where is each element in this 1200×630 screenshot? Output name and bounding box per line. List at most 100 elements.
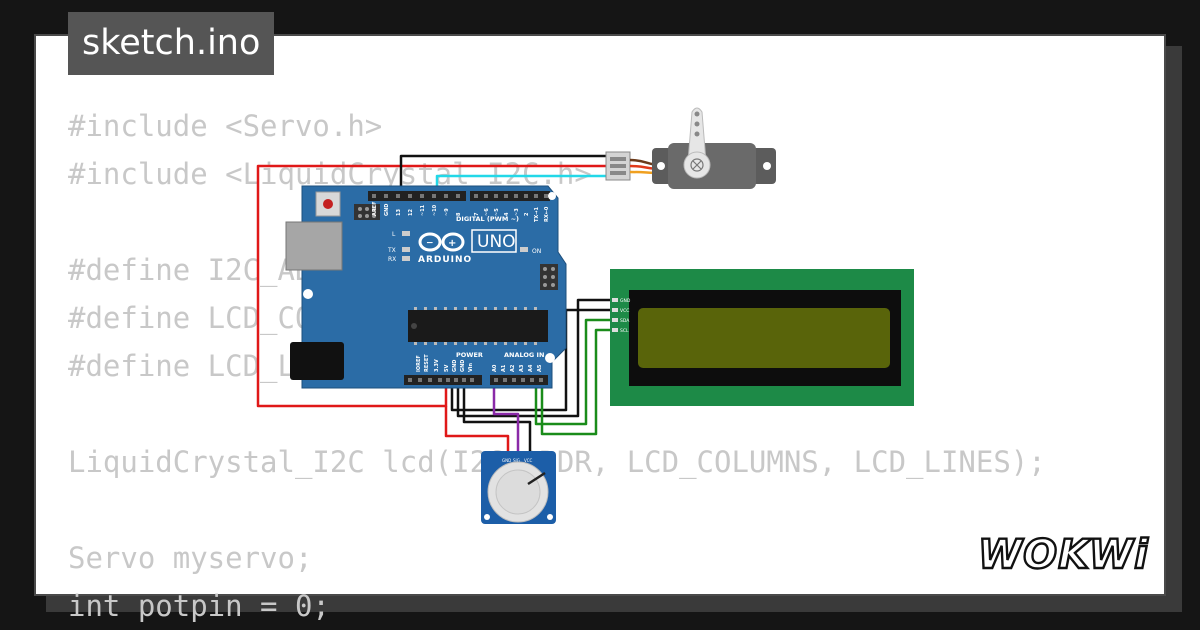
pin-label: A3 [519,364,525,372]
pin-label: A4 [528,364,534,372]
status-leds: L TX RX ON [387,231,541,263]
power-header [404,375,482,385]
pot-indicator [527,471,546,486]
pin-label: IOREF [416,355,422,372]
code-line: #include <LiquidCrystal_I2C.h> [68,157,592,191]
pin-label: ~3 [514,208,520,216]
reset-button-cap[interactable] [323,199,333,209]
digital-pin-labels: AREF GND 13 12 ~11 ~10 ~9 8 7 ~6 ~5 4 ~3… [372,201,550,222]
led-on [520,247,528,252]
wire-pot-vcc [444,406,510,452]
digital-header-right [470,191,550,201]
mount-hole [548,192,556,200]
wire-5v-red [256,164,608,408]
pin-label: SIG [513,458,520,463]
pin-label: GND [384,204,390,216]
bottom-pin-holes [408,378,543,382]
board-brand: ARDUINO [418,255,472,265]
pin-label: ~5 [494,208,500,216]
code-line: Servo myservo; [68,541,313,575]
pot-pin-labels: GND SIG VCC [502,458,533,463]
pin-label: GND [502,458,511,463]
led-tx [402,247,410,252]
pin-label: A0 [492,364,498,372]
pin-label: TX→1 [534,207,540,222]
digital-section-label: DIGITAL (PWM ~) [456,215,519,223]
wire-servo-gnd [399,154,608,196]
project-card: #include <Servo.h> #include <LiquidCrysta… [34,34,1166,623]
board-model: UNO [477,232,516,252]
microcontroller-chip [408,307,548,345]
wires [256,154,616,452]
pin-label: GND [460,360,466,372]
arduino-logo: − + UNO ARDUINO [418,229,517,265]
pot-knob[interactable] [495,469,541,515]
pin-label: ~9 [444,208,450,216]
led-l-label: L [392,231,396,238]
pin-label: RX←0 [544,206,550,222]
wire-lcd-scl [540,328,616,436]
digital-pin-holes [372,194,548,198]
mount-hole [303,289,313,299]
lcd-pin-labels: GND VCC SDA SCL [620,298,631,334]
led-on-label: ON [532,248,541,255]
pin-label: SDA [620,318,630,324]
infinity-icon [418,232,465,252]
led-tx-label: TX [387,247,396,254]
logo-text: WOKWi [978,532,1149,578]
code-line: #include <Servo.h> [68,109,383,143]
svg-text:+: + [448,238,456,249]
servo-body [668,143,756,189]
code-line: int potpin = 0; [68,589,330,623]
pin-label: A5 [537,364,543,372]
analog-pin-labels: A0 A1 A2 A3 A4 A5 [492,364,543,372]
digital-header-left [368,191,466,201]
power-pin-labels: IOREF RESET 3.3V 5V GND GND Vin [416,354,474,372]
pin-label: 8 [456,212,462,216]
wire-pot-gnd [462,380,532,452]
pin-label: VCC [524,458,533,463]
led-rx-label: RX [388,256,396,263]
wokwi-logo: WOKWi [977,531,1150,579]
arduino-uno-board[interactable]: AREF GND 13 12 ~11 ~10 ~9 8 7 ~6 ~5 4 ~3… [285,185,567,389]
pin-label: GND [620,298,631,304]
pin-label: VCC [620,308,629,314]
icsp-header-top [354,204,380,220]
pin-label: 4 [504,212,510,216]
pin-label: SCL [620,328,629,334]
reset-button[interactable] [315,191,341,217]
pin-label: RESET [424,354,430,372]
wire-lcd-gnd [456,298,616,418]
mount-hole [545,353,555,363]
pin-label: GND [452,360,458,372]
led-rx [402,256,410,261]
servo-motor[interactable] [605,107,776,189]
pin-label: ~11 [420,204,426,216]
pin-label: A1 [501,364,507,372]
analog-section-label: ANALOG IN [504,351,544,359]
lcd-display[interactable]: GND VCC SDA SCL [610,269,914,406]
pin-label: ~6 [484,208,490,216]
power-jack [290,342,344,380]
icsp-header-side [540,264,558,290]
pin-label: 13 [396,209,402,216]
power-section-label: POWER [456,351,483,359]
uno-badge [471,229,517,253]
lcd-screen [638,308,890,368]
pin-label: 7 [474,212,480,216]
potentiometer[interactable]: GND SIG VCC [481,451,556,524]
pin-label: 2 [524,212,530,216]
servo-screw-icon [692,160,702,170]
file-tab[interactable]: sketch.ino [68,12,275,75]
wire-lcd-sda [534,318,616,426]
led-l [402,231,410,236]
pin-label: 12 [408,209,414,216]
analog-header [490,375,548,385]
wire-pot-signal [492,380,520,452]
lcd-pins [612,298,618,332]
svg-text:−: − [426,239,434,249]
pin-label: Vin [468,363,474,372]
pin-label: AREF [372,201,378,216]
pin-label: ~10 [432,204,438,216]
